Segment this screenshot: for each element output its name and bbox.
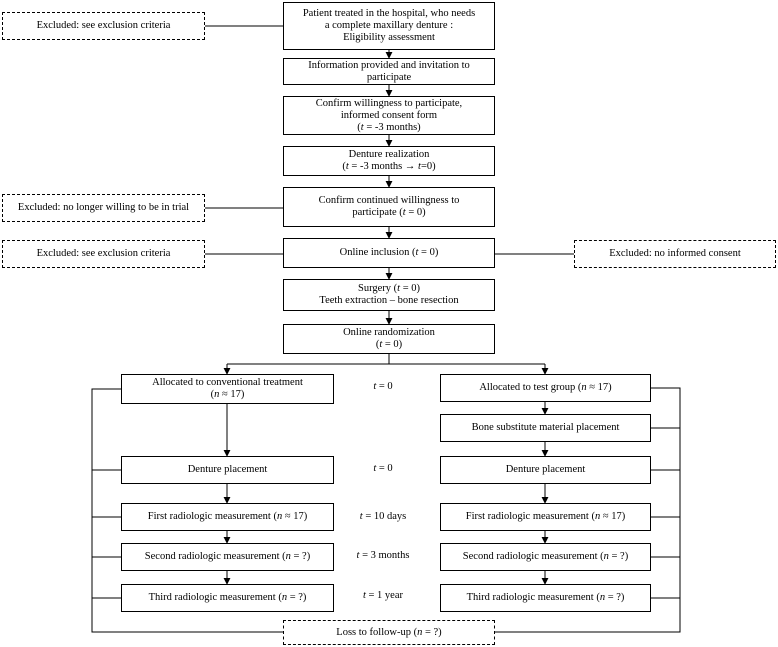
excluded-no-consent-box: Excluded: no informed consent [574,240,776,268]
box-text-line: Online inclusion (t = 0) [339,247,439,258]
test-group-box: Allocated to test group (n ≈ 17) [440,374,651,402]
box-text-line: Second radiologic measurement (n = ?) [144,551,311,562]
first-measurement-right-box: First radiologic measurement (n ≈ 17) [440,503,651,531]
box-text-line: Denture realization [348,149,430,160]
third-measurement-left-box: Third radiologic measurement (n = ?) [121,584,334,612]
box-text-line: participate (t = 0) [352,207,426,218]
box-text-line: Excluded: no informed consent [609,248,741,259]
box-text-line: Information provided and invitation to [308,59,470,71]
box-text-line: Excluded: no longer willing to be in tri… [17,202,190,213]
box-text-line: Surgery (t = 0) [357,283,421,294]
box-text-line: (n ≈ 17) [210,389,245,400]
time-label-second: t = 3 months [356,550,410,561]
box-text-line: Excluded: see exclusion criteria [36,248,171,259]
first-measurement-left-box: First radiologic measurement (n ≈ 17) [121,503,334,531]
box-text-line: Confirm willingness to participate, [315,97,463,109]
loss-collector-right [495,387,681,633]
box-text-line: Patient treated in the hospital, who nee… [302,8,476,19]
time-label-denture: t = 0 [373,463,393,474]
randomization-box: Online randomization(t = 0) [283,324,495,354]
time-label-third: t = 1 year [362,590,404,601]
box-text-line: Teeth extraction – bone resection [319,295,459,306]
box-text-line: Allocated to conventional treatment [152,377,303,388]
time-label-allocation: t = 0 [373,381,393,392]
box-text-line: Second radiologic measurement (n = ?) [462,551,629,562]
box-text-line: a complete maxillary denture : [324,20,454,31]
box-text-line: Third radiologic measurement (n = ?) [466,592,625,603]
box-text-line: First radiologic measurement (n ≈ 17) [465,511,626,522]
second-measurement-right-box: Second radiologic measurement (n = ?) [440,543,651,571]
surgery-box: Surgery (t = 0)Teeth extraction – bone r… [283,279,495,311]
excluded-no-longer-willing-box: Excluded: no longer willing to be in tri… [2,194,205,222]
box-text-line: (t = -3 months → t=0) [342,161,436,172]
third-measurement-right-box: Third radiologic measurement (n = ?) [440,584,651,612]
box-text-line: Denture placement [505,464,586,475]
online-inclusion-box: Online inclusion (t = 0) [283,238,495,268]
loss-to-follow-up-box: Loss to follow-up (n = ?) [283,620,495,645]
box-text-line: Bone substitute material placement [471,422,620,433]
box-text-line: participate [366,71,412,83]
excluded-criteria-box-1: Excluded: see exclusion criteria [2,12,205,40]
box-text-line: Loss to follow-up (n = ?) [336,626,442,638]
eligibility-box: Patient treated in the hospital, who nee… [283,2,495,50]
box-text-line: (t = -3 months) [357,121,421,133]
box-text-line: Denture placement [187,464,268,475]
box-text-line: Third radiologic measurement (n = ?) [148,592,307,603]
denture-realization-box: Denture realization(t = -3 months → t=0) [283,146,495,176]
excluded-criteria-box-2: Excluded: see exclusion criteria [2,240,205,268]
box-text-line: Online randomization [343,327,435,338]
denture-placement-left-box: Denture placement [121,456,334,484]
box-text-line: Confirm continued willingness to [318,195,460,206]
conventional-treatment-box: Allocated to conventional treatment(n ≈ … [121,374,334,404]
denture-placement-right-box: Denture placement [440,456,651,484]
box-text-line: Eligibility assessment [343,32,435,43]
box-text-line: Excluded: see exclusion criteria [36,20,171,31]
box-text-line: informed consent form [340,109,438,121]
box-text-line: (t = 0) [375,339,403,350]
loss-collector-left [91,388,283,633]
box-text-line: Allocated to test group (n ≈ 17) [479,382,612,393]
consent-box: Confirm willingness to participate,infor… [283,96,495,135]
bone-substitute-box: Bone substitute material placement [440,414,651,442]
box-text-line: First radiologic measurement (n ≈ 17) [147,511,308,522]
second-measurement-left-box: Second radiologic measurement (n = ?) [121,543,334,571]
time-label-first: t = 10 days [359,511,407,522]
